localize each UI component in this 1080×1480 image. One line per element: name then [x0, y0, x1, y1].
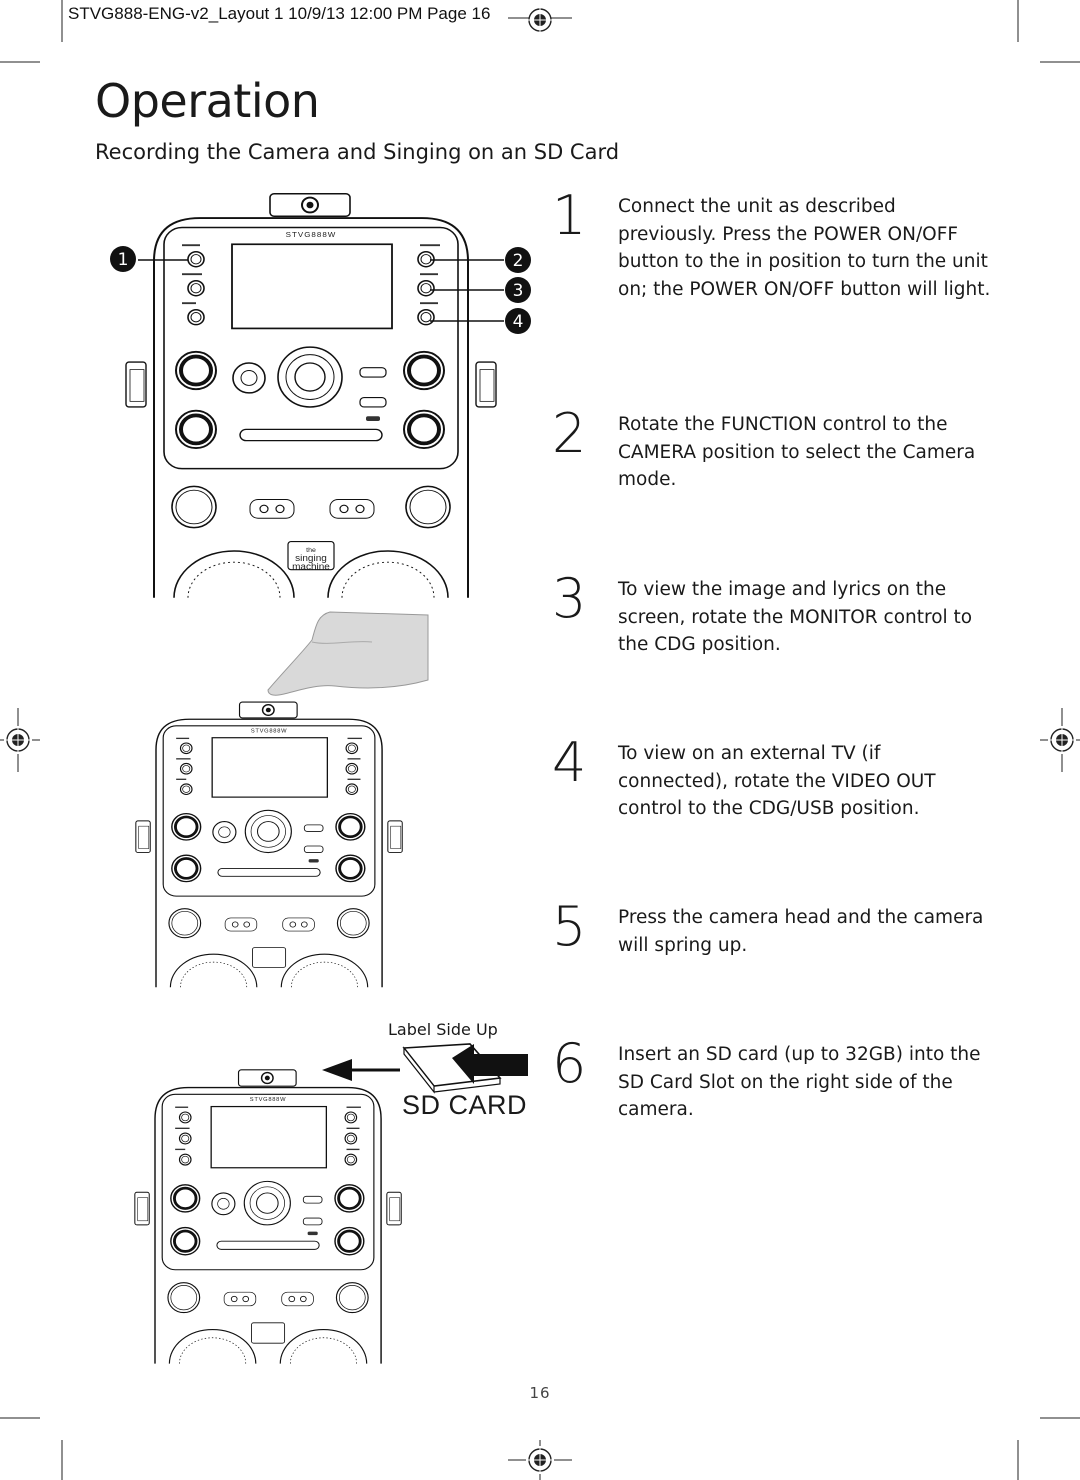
hand-illustration — [267, 611, 429, 696]
sd-card-insertion — [322, 1043, 528, 1094]
section-title: Recording the Camera and Singing on an S… — [95, 140, 620, 164]
step-text: To view the image and lyrics on the scre… — [618, 579, 973, 655]
brand-the: the — [306, 547, 316, 554]
karaoke-unit-diagram-2 — [136, 702, 402, 987]
step-number: 2 — [552, 402, 587, 465]
svg-text:3: 3 — [513, 281, 524, 301]
step-number: 6 — [552, 1032, 587, 1095]
page-number: 16 — [529, 1384, 551, 1402]
svg-text:2: 2 — [513, 251, 524, 271]
karaoke-unit-diagram-3 — [135, 1070, 401, 1364]
step-text: Rotate the FUNCTION control to the CAMER… — [618, 414, 976, 490]
step-text: Insert an SD card (up to 32GB) into the … — [618, 1044, 981, 1120]
brand-line2: machine — [292, 562, 330, 573]
registration-mark-right — [1048, 726, 1076, 754]
svg-text:1: 1 — [118, 250, 129, 270]
step-text: To view on an external TV (if connected)… — [618, 743, 936, 819]
registration-mark-top — [526, 6, 554, 34]
step-number: 4 — [552, 731, 587, 794]
label-side-up: Label Side Up — [388, 1020, 498, 1039]
sd-card-label: SD CARD — [402, 1090, 528, 1120]
step-text: Press the camera head and the camera wil… — [618, 907, 984, 956]
callout-1: 1 — [110, 246, 136, 272]
registration-mark-left — [4, 726, 32, 754]
step-number: 1 — [552, 184, 587, 247]
karaoke-unit-diagram-1: the singing machine — [126, 194, 496, 598]
callout-3: 3 — [505, 277, 531, 303]
callout-2: 2 — [505, 247, 531, 273]
registration-mark-bottom — [526, 1446, 554, 1474]
page-title: Operation — [95, 74, 320, 128]
callouts — [138, 259, 504, 322]
step-number: 3 — [552, 567, 587, 630]
step-number: 5 — [552, 895, 587, 958]
brand-line1: singing — [295, 554, 327, 565]
print-slug: STVG888-ENG-v2_Layout 1 10/9/13 12:00 PM… — [68, 4, 491, 23]
svg-text:4: 4 — [513, 312, 524, 332]
callout-4: 4 — [505, 308, 531, 334]
step-text: Connect the unit as described previously… — [618, 196, 991, 300]
